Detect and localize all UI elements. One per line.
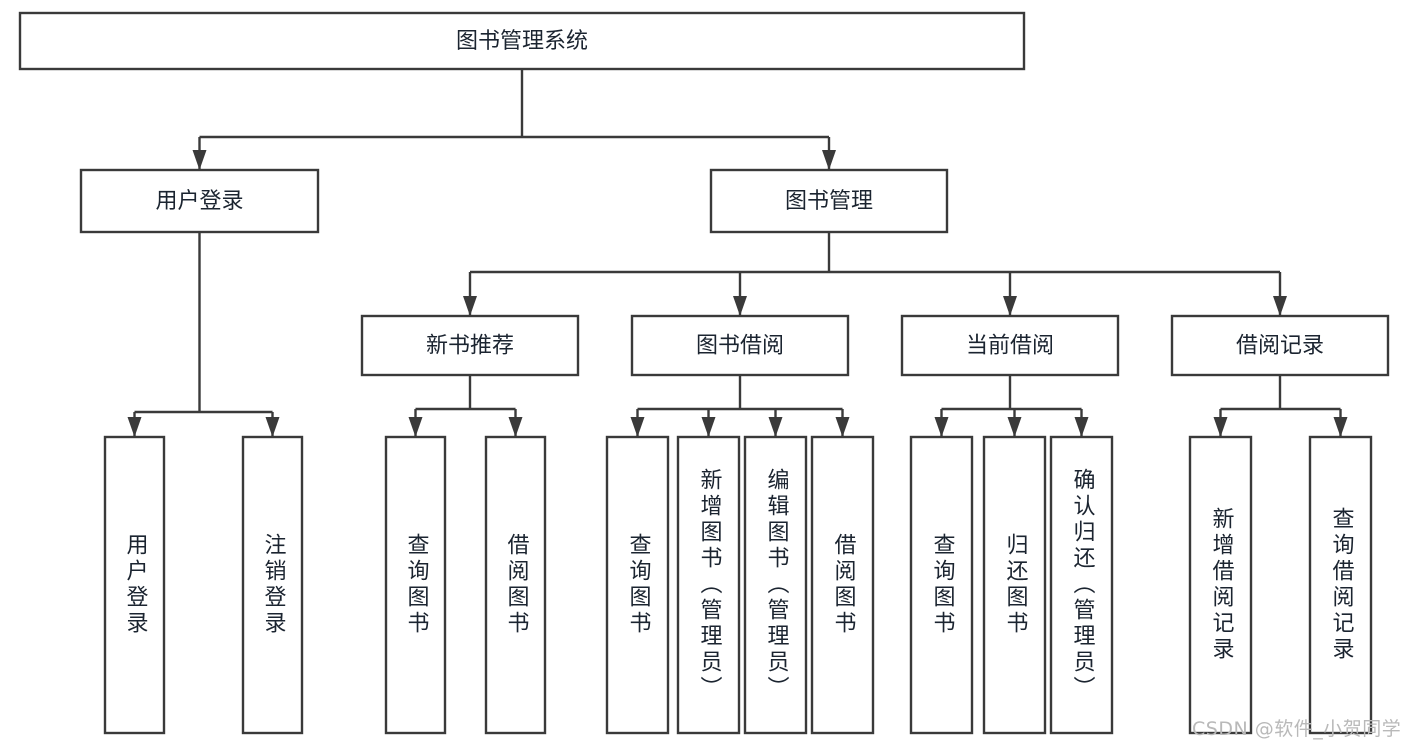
node-box-leaf-return-book[interactable] [982,435,1047,735]
arrow-head [733,296,747,316]
csdn-watermark: CSDN @软件_小贺同学 [1192,718,1402,740]
node-box-current-borrow[interactable] [900,314,1120,377]
arrow-head [463,296,477,316]
node-box-user-login[interactable] [79,168,320,234]
arrow-head [934,417,949,437]
arrow-head [1074,417,1089,437]
node-box-leaf-borrow-book-1[interactable] [484,435,547,735]
node-label-borrow-record: 借阅记录 [1236,334,1324,359]
node-box-leaf-query-book-1[interactable] [384,435,447,735]
node-box-root[interactable] [18,11,1026,71]
node-box-leaf-borrow-book-2[interactable] [810,435,875,735]
node-box-new-book-rec[interactable] [360,314,580,377]
node-box-leaf-edit-book[interactable] [743,435,808,735]
node-box-leaf-add-record[interactable] [1188,435,1253,735]
node-box-leaf-query-book-3[interactable] [909,435,974,735]
node-box-book-manage[interactable] [709,168,949,234]
node-box-leaf-add-book[interactable] [676,435,741,735]
arrow-head [192,150,207,170]
arrow-head [127,417,142,437]
node-label-book-borrow: 图书借阅 [696,334,784,359]
node-box-leaf-query-book-2[interactable] [605,435,670,735]
node-label-current-borrow: 当前借阅 [966,334,1054,359]
node-label-book-manage: 图书管理 [785,189,873,214]
arrow-head [630,417,645,437]
node-box-borrow-record[interactable] [1170,314,1390,377]
boxes-layer [18,11,1390,735]
node-label-new-book-rec: 新书推荐 [426,334,514,359]
arrow-head [508,417,523,437]
node-box-leaf-user-login[interactable] [103,435,166,735]
node-label-user-login: 用户登录 [155,189,243,214]
arrow-head [265,417,280,437]
arrow-head [701,417,716,437]
node-box-book-borrow[interactable] [630,314,850,377]
arrow-head [1003,296,1017,316]
connectors-layer [127,69,1348,437]
arrow-head [822,150,836,170]
arrow-head [1333,417,1348,437]
arrow-head [1273,296,1287,316]
arrow-head [835,417,850,437]
node-box-leaf-query-record[interactable] [1308,435,1373,735]
node-box-leaf-logout[interactable] [241,435,304,735]
arrow-head [1213,417,1228,437]
node-box-leaf-confirm-return[interactable] [1049,435,1114,735]
arrow-head [1007,417,1022,437]
arrow-head [768,417,783,437]
node-label-root: 图书管理系统 [456,29,588,54]
arrow-head [408,417,423,437]
